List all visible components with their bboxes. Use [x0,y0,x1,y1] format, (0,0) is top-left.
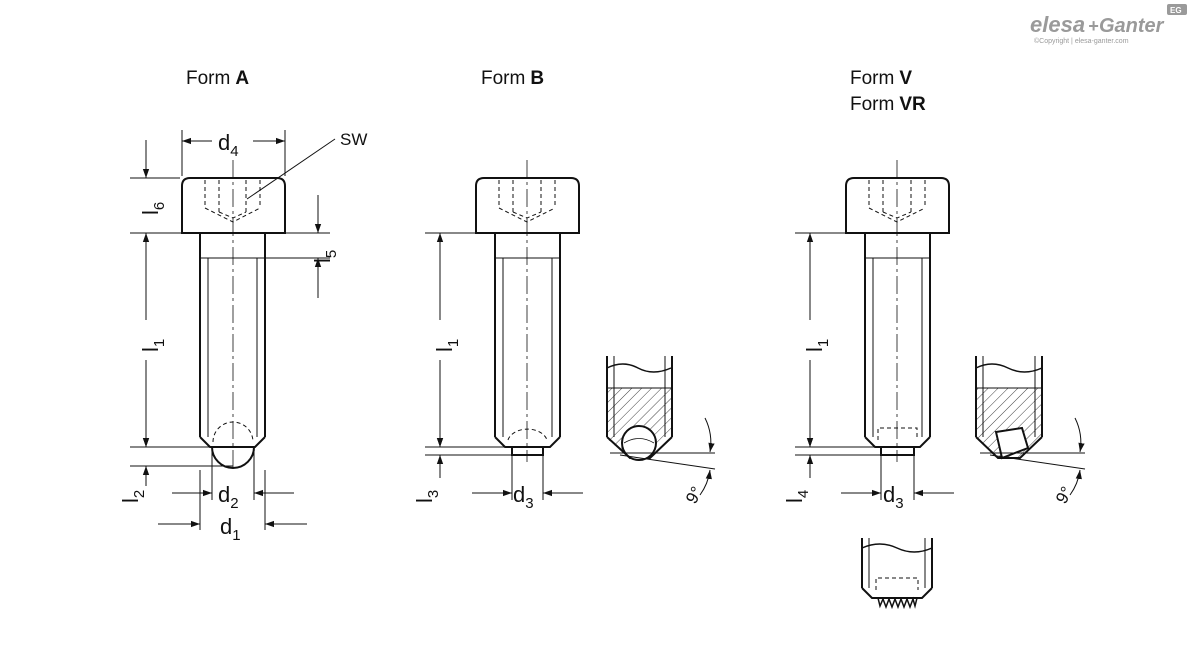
logo-badge-text: EG [1170,6,1182,15]
dim-l6: l6 [138,202,168,215]
dim-l4: l4 [782,490,812,503]
dim-sw: SW [340,130,367,149]
form-b-ball-tip [511,446,544,456]
form-v-head [845,177,950,234]
dim-l1-form-b: l1 [432,339,462,352]
form-vr-tip-detail [861,538,933,610]
form-v-section-detail: 9° [975,356,1086,507]
brand-logo: elesa + Ganter EG ©Copyright | elesa-gan… [1030,4,1187,45]
dim-l1-form-v: l1 [802,339,832,352]
svg-text:+: + [1088,16,1099,36]
dim-d4: d4 [218,130,239,160]
form-a-head [181,177,286,234]
dim-l2: l2 [118,490,148,503]
logo-copyright: ©Copyright | elesa-ganter.com [1034,37,1129,45]
form-b-head [475,177,580,234]
form-v-pressure-pad [880,446,915,456]
dim-l1-form-a: l1 [138,339,168,352]
dim-d2: d2 [218,482,239,512]
sw-leader [246,138,336,200]
form-a-tip [199,436,266,448]
logo-brand-left: elesa [1030,12,1085,37]
dim-d3-form-b: d3 [513,482,534,512]
dim-l5: l5 [310,250,340,263]
dim-d3-form-v: d3 [883,482,904,512]
form-a-hex-socket [204,180,261,223]
form-b-section-detail: 9° [606,356,716,507]
dim-l3: l3 [412,490,442,503]
dim-angle-form-b: 9° [682,483,707,507]
dim-angle-form-v: 9° [1052,483,1077,507]
form-b-tip [494,436,561,448]
form-v-tip [864,436,931,448]
logo-badge [1167,4,1187,15]
logo-brand-right: Ganter [1099,15,1165,37]
dim-d1: d1 [220,514,241,544]
